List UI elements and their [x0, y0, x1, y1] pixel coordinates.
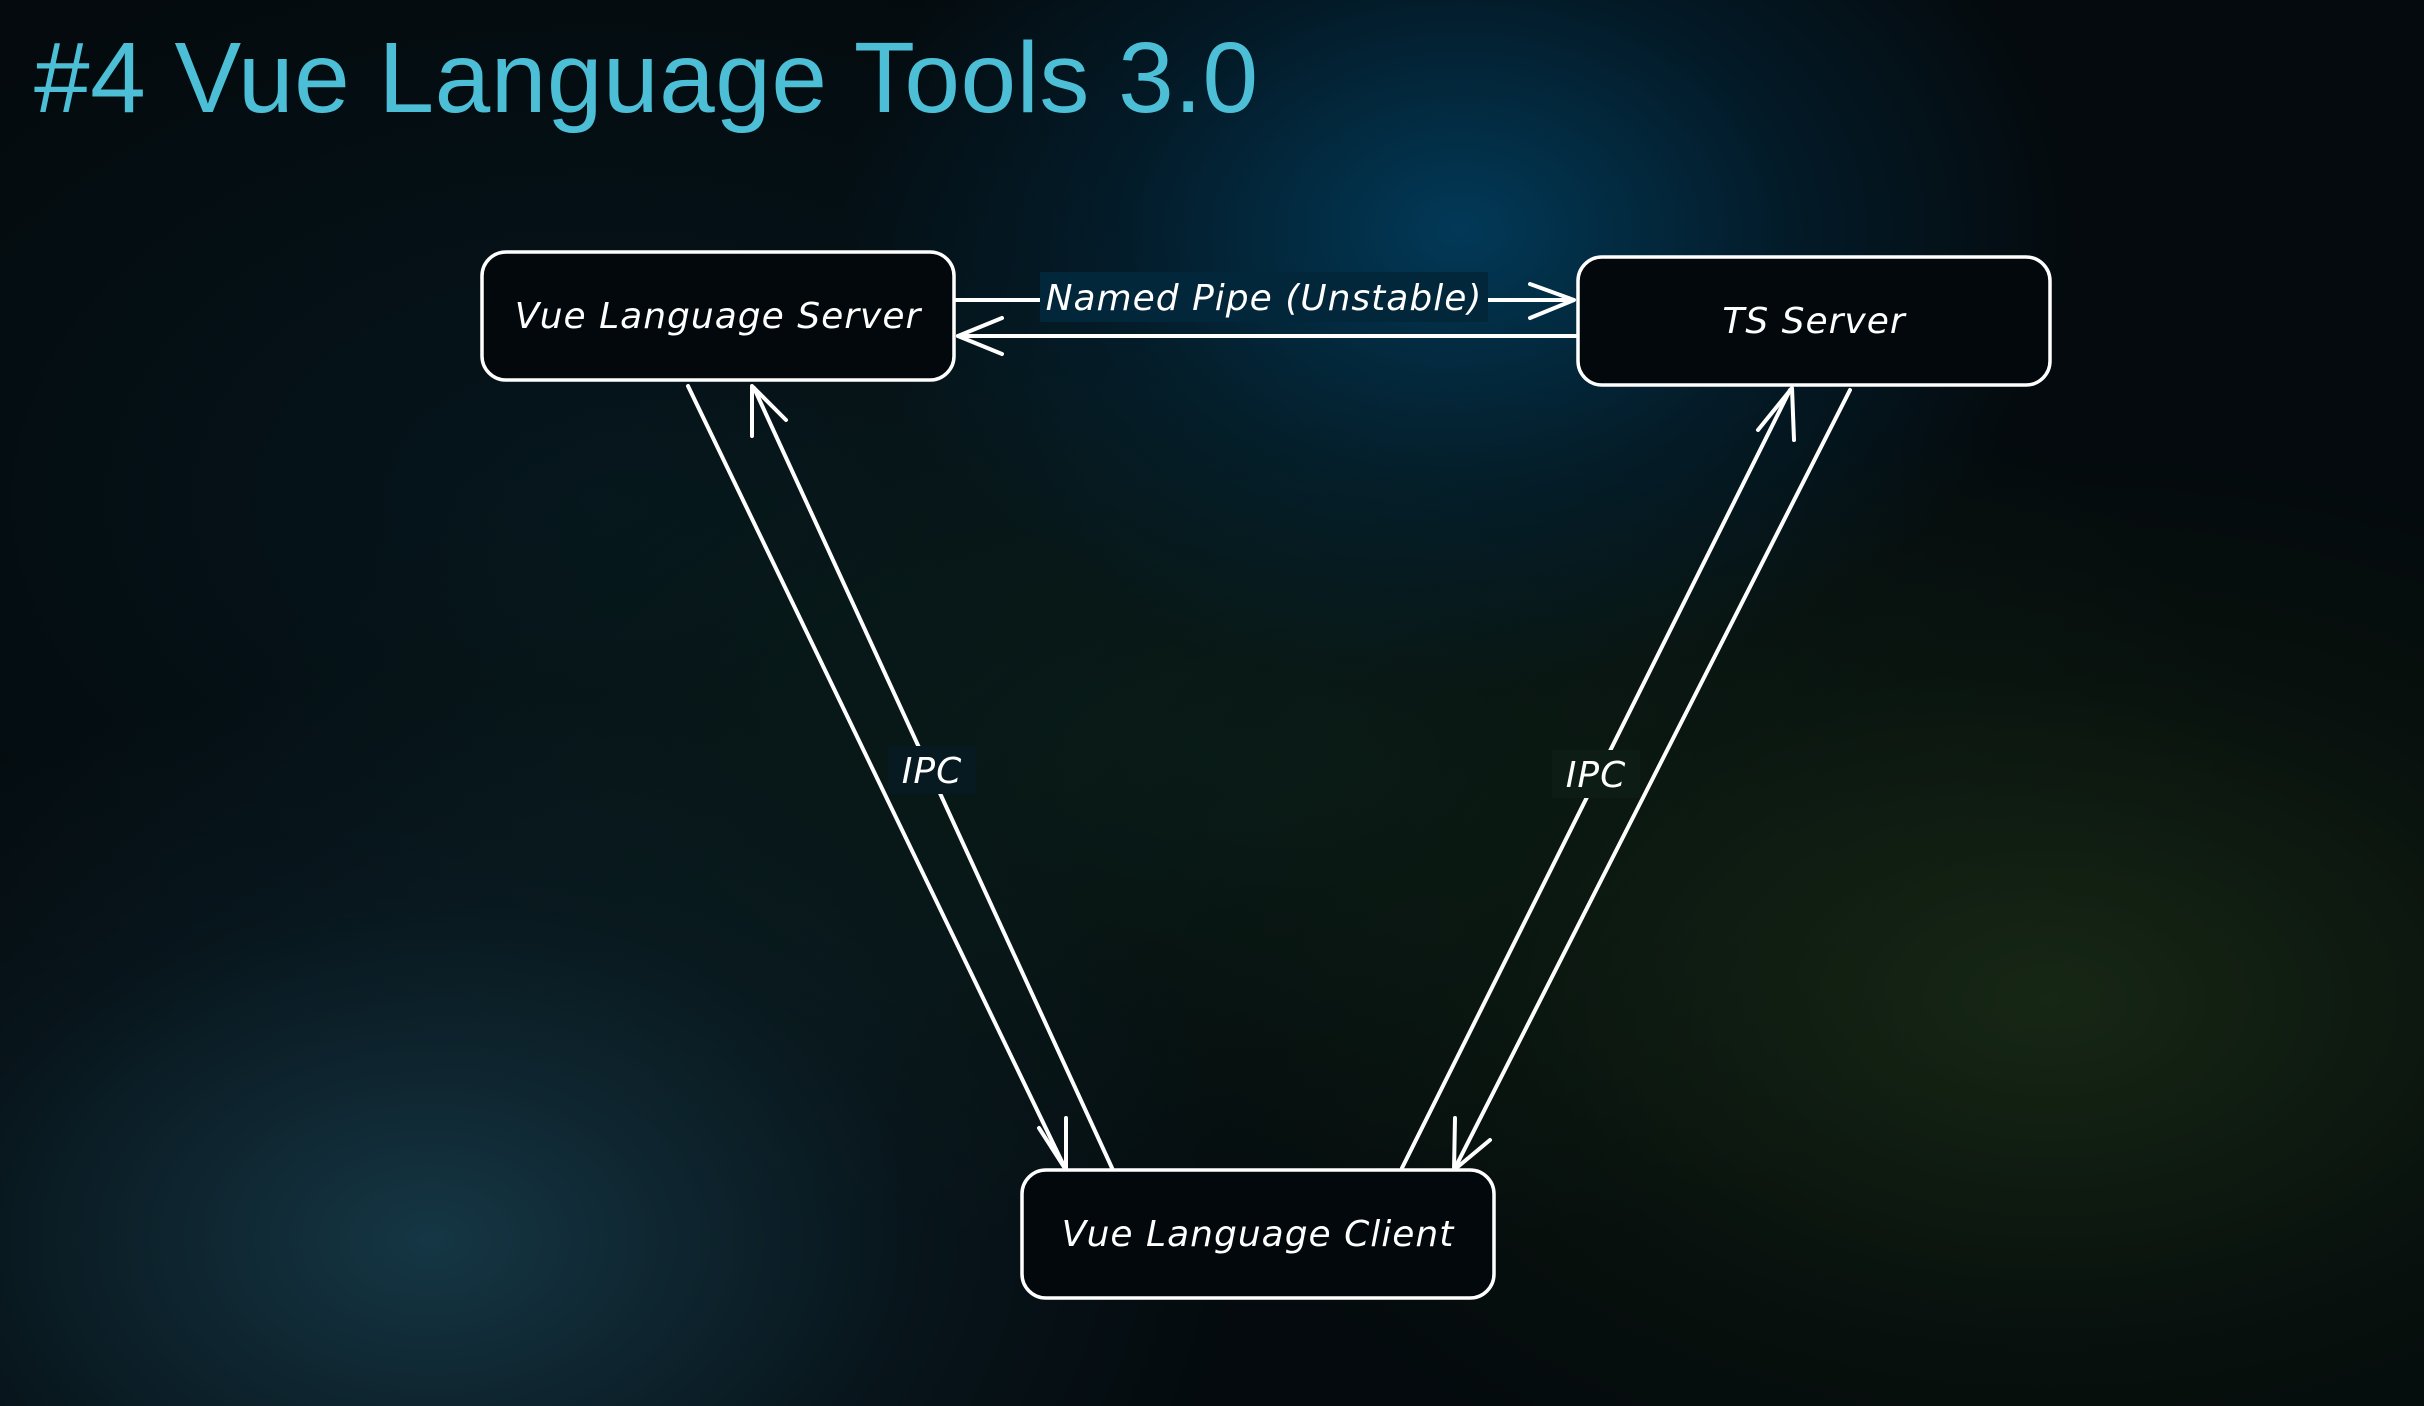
edge-ipc-left-down-line [686, 384, 1067, 1170]
edge-ipc-right-label-mask [1552, 750, 1640, 798]
edge-ipc-right-up-arrowhead [1756, 386, 1796, 442]
node-vue-language-client: Vue Language Client [1020, 1168, 1496, 1300]
node-vue-language-server-box [480, 250, 956, 382]
edge-named-pipe-return-arrowhead [956, 316, 1004, 356]
edge-named-pipe: Named Pipe (Unstable) [953, 272, 1578, 356]
edge-named-pipe-forward-arrowhead [1528, 282, 1576, 320]
node-ts-server-label: TS Server [1722, 301, 1907, 342]
node-vue-language-client-box [1020, 1168, 1496, 1300]
node-vue-language-client-label: Vue Language Client [1062, 1214, 1456, 1255]
node-vue-language-server-label: Vue Language Server [515, 296, 923, 337]
edge-ipc-left: IPC [686, 384, 1114, 1172]
edge-ipc-right-down-line [1453, 388, 1852, 1170]
page-title: #4 Vue Language Tools 3.0 [34, 22, 1259, 134]
edge-ipc-right: IPC [1400, 386, 1852, 1172]
edge-ipc-right-label: IPC [1566, 755, 1626, 796]
edge-ipc-left-up-arrowhead [750, 384, 788, 438]
edge-named-pipe-label-mask [1040, 272, 1488, 322]
node-ts-server-box [1576, 255, 2052, 387]
node-ts-server: TS Server [1576, 255, 2052, 387]
node-vue-language-server: Vue Language Server [480, 250, 956, 382]
edge-ipc-left-label-mask [888, 746, 976, 794]
edge-named-pipe-label: Named Pipe (Unstable) [1046, 278, 1483, 319]
edge-ipc-left-label: IPC [902, 751, 962, 792]
